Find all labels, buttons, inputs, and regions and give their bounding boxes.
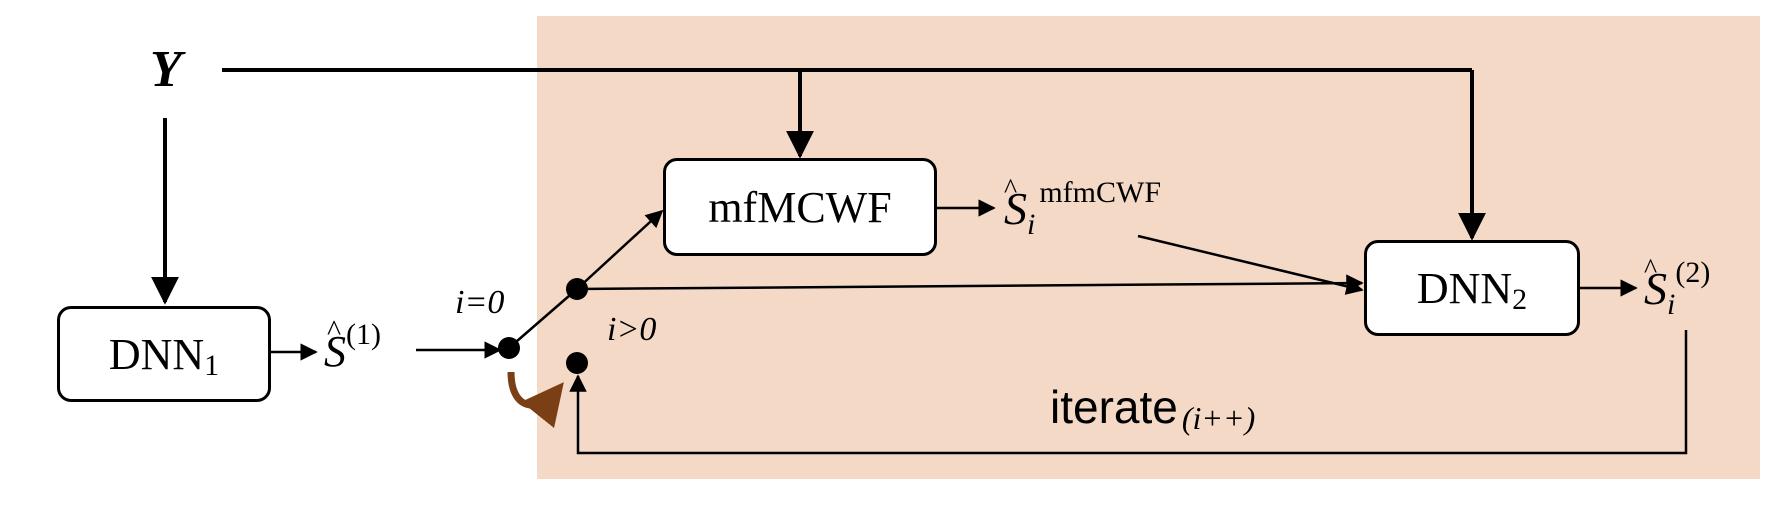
switch-label-i-eq-0: i=0 [455, 284, 505, 321]
s2-base: S [1644, 263, 1667, 314]
s-mfmcwf-base: S [1004, 183, 1027, 234]
switch-node-i-gt-0 [566, 352, 588, 374]
dnn2-label: DNN [1416, 263, 1513, 313]
s1-signal-label: ^S(1) [324, 316, 381, 376]
switch-node-i-eq-0 [566, 278, 588, 300]
mfmcwf-label: mfMCWF [708, 182, 892, 232]
s1-superscript: (1) [346, 318, 381, 351]
s2-subscript: i [1667, 288, 1676, 321]
s-mfmcwf-hat: ^ [1004, 174, 1018, 205]
switch-label-i-gt-0: i>0 [607, 311, 657, 348]
switch-toggle-arrow [507, 371, 564, 429]
wire-s-to-dnn2 [1137, 234, 1364, 295]
mfmcwf-block: mfMCWF [663, 158, 937, 256]
switch-blade [508, 288, 578, 349]
input-y-symbol: Y [150, 41, 182, 98]
s2-superscript: (2) [1675, 256, 1711, 289]
iterate-word: iterate [1050, 381, 1178, 433]
iterate-index: (i++) [1181, 400, 1256, 436]
wire-node-to-mfmcwf [576, 209, 664, 290]
input-y-label: Y [150, 44, 182, 96]
dnn1-label: DNN [108, 329, 205, 379]
wire-feedback-loop [569, 330, 1688, 455]
s-mfmcwf-superscript: mfmCWF [1039, 176, 1162, 209]
s-mfmcwf-subscript: i [1027, 208, 1036, 241]
s2-signal-label: ^Si(2) [1644, 256, 1710, 320]
s-mfmcwf-signal-label: ^SimfmCWF [1004, 176, 1161, 240]
wire-node-to-dnn2 [576, 274, 1364, 292]
dnn2-subscript: 2 [1512, 283, 1528, 316]
s2-hat: ^ [1644, 254, 1658, 285]
s1-hat: ^ [327, 314, 342, 347]
dnn1-subscript: 1 [204, 349, 220, 382]
iterate-label: iterate (i++) [1050, 381, 1255, 434]
switch-pivot-node [498, 337, 520, 359]
s1-base: S [324, 327, 346, 376]
